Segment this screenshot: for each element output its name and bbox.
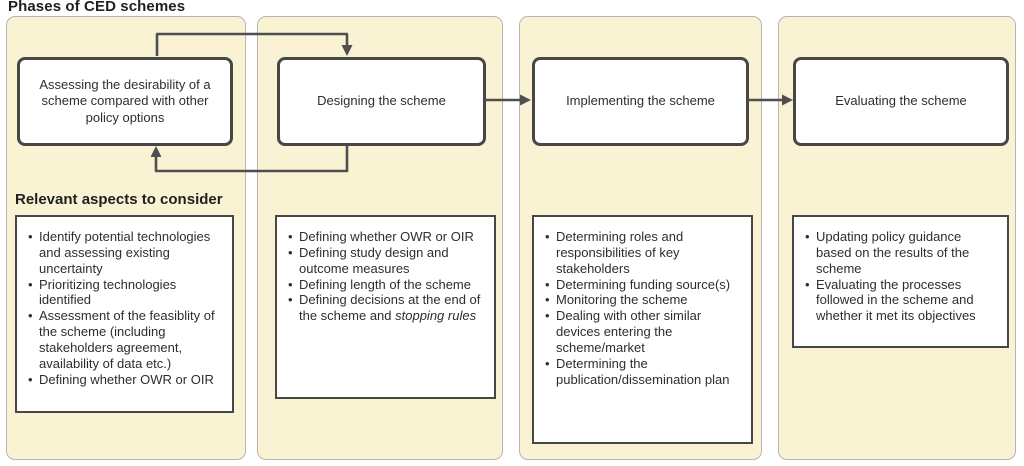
phase-box-designing: Designing the scheme [277,57,486,146]
aspects-heading: Relevant aspects to consider [15,191,223,208]
list-item: Defining whether OWR or OIR [27,372,224,388]
list-item: Determining the publication/disseminatio… [544,356,743,388]
phase-label-evaluating: Evaluating the scheme [835,93,967,109]
panel-designing: Designing the scheme Defining whether OW… [257,16,503,460]
phase-label-designing: Designing the scheme [317,93,446,109]
aspects-list-assessing: Identify potential technologies and asse… [27,229,224,388]
list-item: Defining decisions at the end of the sch… [287,292,486,324]
phase-box-evaluating: Evaluating the scheme [793,57,1009,146]
panel-evaluating: Evaluating the scheme Updating policy gu… [778,16,1016,460]
page-title: Phases of CED schemes [8,0,186,15]
aspects-box-designing: Defining whether OWR or OIR Defining stu… [275,215,496,399]
list-item: Updating policy guidance based on the re… [804,229,999,277]
list-item: Assessment of the feasiblity of the sche… [27,308,224,371]
phase-box-assessing: Assessing the desirability of a scheme c… [17,57,233,146]
phase-box-implementing: Implementing the scheme [532,57,749,146]
aspects-list-evaluating: Updating policy guidance based on the re… [804,229,999,324]
aspects-box-evaluating: Updating policy guidance based on the re… [792,215,1009,348]
list-item: Defining whether OWR or OIR [287,229,486,245]
aspects-box-assessing: Identify potential technologies and asse… [15,215,234,413]
aspects-list-designing: Defining whether OWR or OIR Defining stu… [287,229,486,324]
list-item: Identify potential technologies and asse… [27,229,224,277]
list-item-text: Defining decisions at the end of the sch… [299,292,481,324]
list-item: Determining roles and responsibilities o… [544,229,743,277]
panel-implementing: Implementing the scheme Determining role… [519,16,762,460]
list-item: Monitoring the scheme [544,292,743,308]
aspects-list-implementing: Determining roles and responsibilities o… [544,229,743,388]
panel-assessing: Assessing the desirability of a scheme c… [6,16,246,460]
phase-label-assessing: Assessing the desirability of a scheme c… [39,76,211,125]
list-item: Evaluating the processes followed in the… [804,277,999,325]
list-item: Dealing with other similar devices enter… [544,308,743,356]
phase-label-implementing: Implementing the scheme [566,93,715,109]
list-item: Defining study design and outcome measur… [287,245,486,277]
list-item-italic-text: stopping rules [395,308,477,324]
list-item: Prioritizing technologies identified [27,277,224,309]
list-item: Determining funding source(s) [544,277,743,293]
list-item: Defining length of the scheme [287,277,486,293]
aspects-box-implementing: Determining roles and responsibilities o… [532,215,753,444]
